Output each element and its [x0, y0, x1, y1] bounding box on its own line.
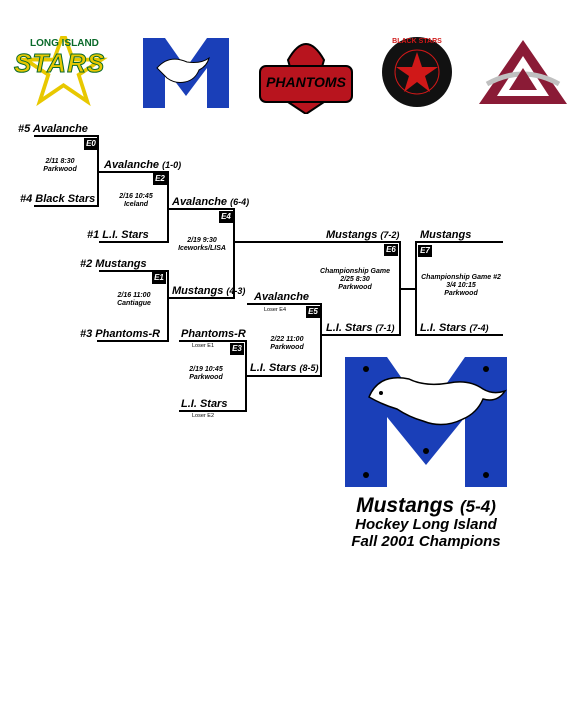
game-badge-e1: E1 — [152, 272, 166, 284]
game-badge-e5: E5 — [306, 306, 320, 318]
phantoms-logo: PHANTOMS — [258, 30, 354, 116]
seed3-team: #3 Phantoms-R — [80, 328, 161, 340]
phantoms-wordmark: PHANTOMS — [266, 74, 346, 90]
e3-bottom-team: L.I. Stars — [181, 398, 228, 410]
e3-top-note: Loser E1 — [192, 343, 215, 349]
e5-winner: L.I. Stars (7-1) — [326, 322, 395, 334]
e3-top-team: Phantoms-R — [181, 328, 246, 340]
e5-top-note: Loser E4 — [264, 307, 287, 313]
game-badge-e4: E4 — [219, 211, 233, 223]
mustangs-logo — [143, 38, 229, 108]
game-badge-e0: E0 — [84, 138, 98, 150]
seed1-team: #1 L.I. Stars — [87, 229, 149, 241]
seed4-team: #4 Black Stars — [20, 193, 96, 205]
e6-top-team: Mustangs — [420, 229, 472, 241]
avalanche-logo — [477, 38, 569, 108]
game-badge-e2: E2 — [153, 173, 167, 185]
e6-bottom-team: L.I. Stars (7-4) — [420, 322, 489, 334]
game-badge-e3: E3 — [230, 343, 244, 355]
e1-winner: Mustangs (4-3) — [172, 285, 246, 297]
champion-team: Mustangs (5-4) — [356, 494, 496, 517]
champion-mustangs-logo — [345, 357, 507, 487]
black-stars-logo: BLACK STARS — [381, 36, 453, 108]
e3-winner: L.I. Stars (8-5) — [250, 362, 319, 374]
game-badge-e7: E7 — [418, 245, 432, 257]
logo-text-stars: STARS — [13, 48, 106, 79]
game-badge-e6: E6 — [384, 244, 398, 256]
e4-winner: Mustangs (7-2) — [326, 229, 400, 241]
e3-bottom-note: Loser E2 — [192, 413, 215, 419]
e5-top-team: Avalanche — [254, 291, 310, 303]
champion-season: Fall 2001 Champions — [351, 533, 501, 550]
e0-winner: Avalanche (1-0) — [104, 159, 182, 171]
black-stars-wordmark: BLACK STARS — [392, 38, 442, 45]
logo-text-long-island: LONG ISLAND — [30, 38, 99, 49]
e2-winner: Avalanche (6-4) — [172, 196, 250, 208]
seed2-team: #2 Mustangs — [80, 258, 147, 270]
champion-league: Hockey Long Island — [355, 516, 497, 533]
seed5-team: #5 Avalanche — [18, 123, 88, 135]
long-island-stars-logo: LONG ISLAND STARS — [12, 27, 118, 108]
